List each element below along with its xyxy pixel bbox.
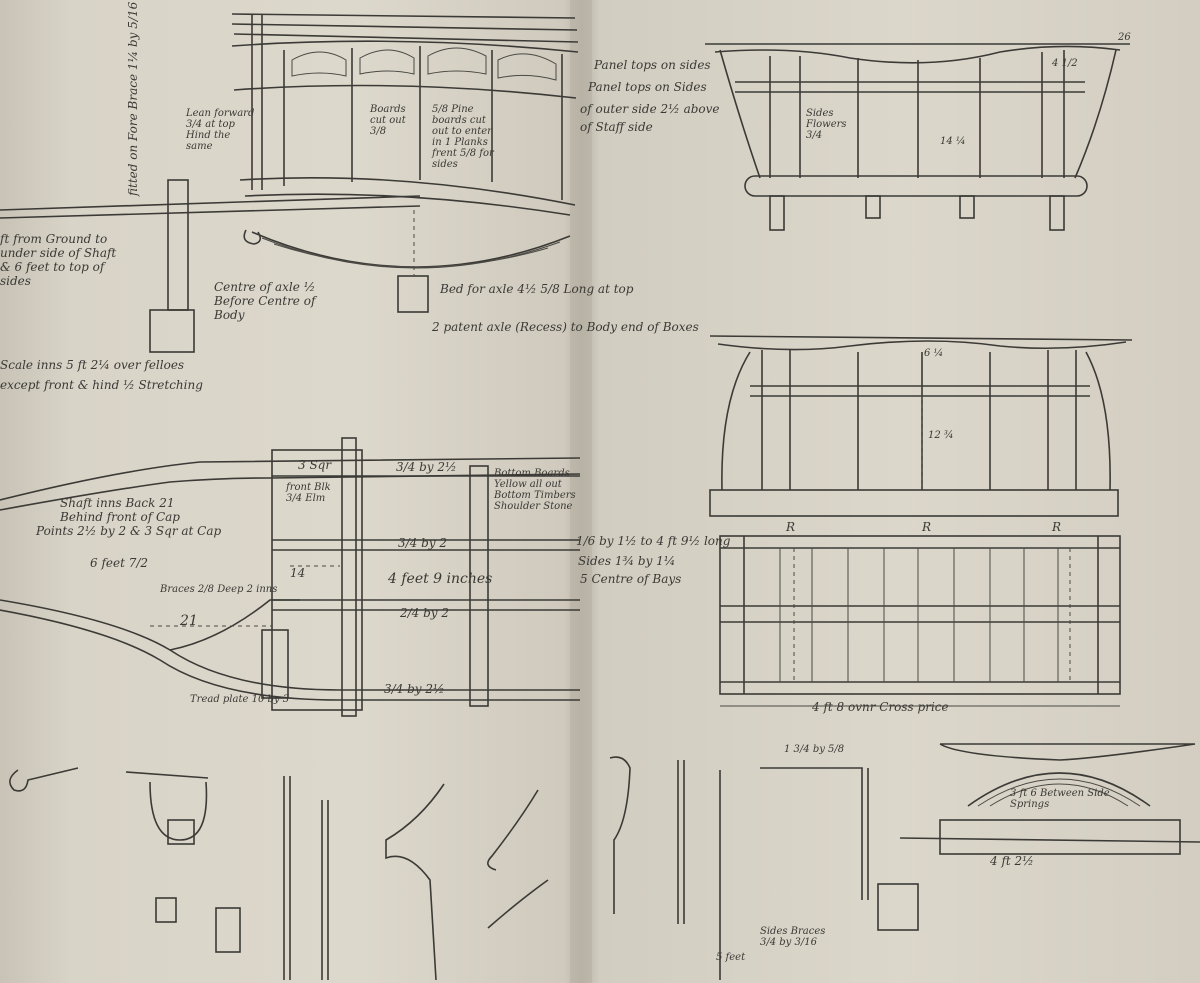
note-4feet: 4 feet 9 inches <box>388 571 493 587</box>
note-points: Points 2½ by 2 & 3 Sqr at Cap <box>36 524 222 538</box>
end-elevation-middle <box>709 335 1133 517</box>
note-pine-boards: 5/8 Pine boards cut out to enter in 1 Pl… <box>432 104 494 170</box>
note-1-3-4: 1 3/4 by 5/8 <box>784 744 845 755</box>
note-panel-tops-2: Panel tops on Sides <box>588 80 707 94</box>
end-elevation-top <box>705 43 1130 231</box>
note-r3: R <box>1052 520 1062 534</box>
note-4ft2: 4 ft 2½ <box>990 854 1034 868</box>
note-except-front: except front & hind ½ Stretching <box>0 378 203 392</box>
note-34by2-mid: 3/4 by 2 <box>398 536 448 550</box>
note-5feet: 5 feet <box>716 952 746 963</box>
note-bed-axle: Bed for axle 4½ 5/8 Long at top <box>440 282 634 296</box>
iron-fittings <box>9 756 721 981</box>
note-patent-axle: 2 patent axle (Recess) to Body end of Bo… <box>432 320 699 334</box>
note-scale-left: Scale inns 5 ft 2¼ over felloes <box>0 358 185 372</box>
note-sides-size: Sides 1¾ by 1¼ <box>578 554 676 568</box>
note-shaft-back: Shaft inns Back 21 Behind front of Cap <box>60 496 180 524</box>
note-sides-flowers: Sides Flowers 3/4 <box>806 108 847 141</box>
note-braces: Braces 2/8 Deep 2 inns <box>160 584 278 595</box>
note-lean-forward: Lean forward 3/4 at top Hind the same <box>186 108 255 152</box>
note-3sqr: 3 Sqr <box>298 458 332 472</box>
note-4ft8: 4 ft 8 ovnr Cross price <box>812 700 949 714</box>
note-ground-height: ft from Ground to under side of Shaft & … <box>0 232 117 288</box>
note-staff-side: of Staff side <box>580 120 653 134</box>
shaft-plan <box>0 437 581 717</box>
note-5centre: 5 Centre of Bays <box>580 572 682 586</box>
note-6-14: 6 ¼ <box>924 348 944 359</box>
note-34by2-top: 3/4 by 2½ <box>396 460 457 474</box>
floor-plan <box>719 535 1121 707</box>
note-tread-plate: Tread plate 10 by 3 <box>190 694 290 705</box>
note-26: 26 <box>1118 32 1131 43</box>
note-side-springs: 3 ft 6 Between Side Springs <box>1010 788 1110 810</box>
note-fitted-fore-brace: fitted on Fore Brace 1¼ by 5/16 <box>126 1 140 196</box>
note-412: 4 1/2 <box>1052 58 1078 69</box>
note-front-blocks: front Blk 3/4 Elm <box>286 482 331 504</box>
note-centre-axle: Centre of axle ½ Before Centre of Body <box>214 280 316 322</box>
note-outer-side: of outer side 2½ above <box>580 102 720 116</box>
note-bottom-boards: Bottom Boards Yellow all out Bottom Timb… <box>494 468 576 512</box>
note-34by2-bottom: 3/4 by 2½ <box>384 682 445 696</box>
note-r1: R <box>786 520 796 534</box>
cart-side-elevation <box>0 13 579 353</box>
note-24by2: 2/4 by 2 <box>400 606 450 620</box>
note-panel-tops: Panel tops on sides <box>594 58 711 72</box>
note-r2: R <box>922 520 932 534</box>
note-boards-cut: Boards cut out 3/8 <box>370 104 406 137</box>
note-146: 1/6 by 1½ to 4 ft 9½ long <box>576 534 731 548</box>
note-14: 14 <box>290 566 306 580</box>
note-14-14: 14 ¼ <box>940 136 966 147</box>
page-gutter <box>570 0 592 983</box>
note-6feet: 6 feet 7/2 <box>90 556 149 570</box>
springs-and-axle <box>760 743 1200 931</box>
note-side-braces: Sides Braces 3/4 by 3/16 <box>760 926 826 948</box>
note-21: 21 <box>180 613 198 629</box>
note-12-34: 12 ¾ <box>928 430 954 441</box>
